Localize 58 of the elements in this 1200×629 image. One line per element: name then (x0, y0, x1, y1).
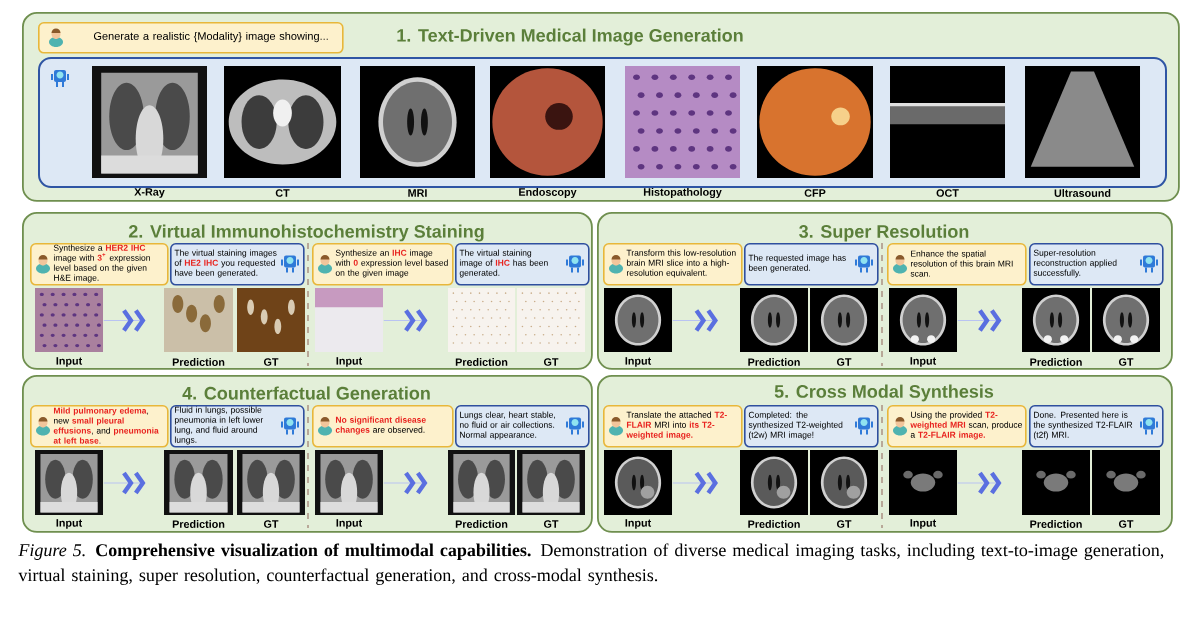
image-caption: Endoscopy (519, 188, 577, 199)
image-caption: Prediction (748, 358, 800, 366)
reply-bubble: The virtual staining image of IHC has been generated. (455, 243, 590, 286)
image-caption: Input (56, 357, 83, 367)
user-message-bubble: Generate a realistic {Modality} image showing... (38, 22, 344, 54)
image-caption: Input (56, 519, 83, 529)
chevron-arrow (957, 309, 1002, 332)
user-message-bubble: Using the provided T2-weighted MRI scan, produce a T2-FLAIR image. (887, 405, 1027, 448)
user-message-bubble: Synthesize an IHC image with 0 expression level based on the given image (312, 243, 454, 286)
reply-bubble: Super-resolution reconstruction applied successfully. (1029, 243, 1164, 286)
image-caption: Prediction (172, 358, 225, 366)
image-caption: GT (263, 520, 279, 528)
chevron-arrow (383, 309, 428, 332)
image-caption: Input (910, 519, 937, 529)
reply-bubble: Fluid in lungs, possible pneumonia in left lower lung, and fluid around lungs. (170, 405, 305, 448)
image-caption: Ultrasound (1054, 189, 1111, 197)
reply-bubble: The virtual staining images of HE2 IHC you requested have been generated. (170, 243, 305, 286)
image-caption: GT (836, 358, 852, 366)
chevron-arrow (103, 309, 146, 332)
user-message-bubble: Enhance the spatial resolution of this brain MRI scan. (887, 243, 1027, 286)
reply-bubble: Lungs clear, heart stable, no fluid or air collections. Normal appearance. (455, 405, 590, 448)
image-caption: MRI (408, 189, 427, 197)
image-caption: Histopathology (643, 187, 722, 199)
user-message-bubble: No significant disease changes are observed. (312, 405, 454, 448)
image-caption: GT (1118, 520, 1134, 528)
chevron-arrow (957, 471, 1002, 495)
reply-bubble: Completed: the synthesized T2-weighted (t2w) MRI image! (744, 405, 879, 448)
image-caption: Prediction (172, 520, 225, 528)
user-message-bubble: Translate the attached T2-FLAIR MRI into its T2-weighted image. (603, 405, 743, 448)
image-caption: Input (625, 357, 652, 367)
image-caption: Input (625, 519, 652, 529)
image-caption: Prediction (1030, 520, 1082, 528)
image-caption: OCT (936, 189, 959, 197)
user-message-bubble: Transform this low-resolution brain MRI slice into a high-resolution equivalent. (603, 243, 743, 286)
reply-bubble: The requested image has been generated. (744, 243, 879, 286)
chevron-arrow (672, 309, 718, 332)
chevron-arrow (103, 471, 146, 495)
image-caption: Prediction (455, 358, 508, 366)
image-caption: GT (543, 358, 559, 366)
figure-caption: Figure 5. Comprehensive visualization of multimodal capabilities. Demonstration of diverse medical imaging tasks, including text-to-image generation, virtual staining, super resolution, counterfactual generation, and cross-modal synthesis. (18, 543, 1164, 585)
user-message-bubble: Mild pulmonary edema, new small pleural effusions, and pneumonia at left base. (30, 405, 169, 448)
reply-bubble: Done. Presented here is the synthesized T2-FLAIR (t2f) MRI. (1029, 405, 1164, 448)
image-caption: GT (836, 520, 852, 528)
image-caption: Input (336, 357, 363, 367)
image-caption: GT (543, 520, 559, 528)
user-message-bubble: Synthesize a HER2 IHC image with 3$^{+}$ expression level based on the given H&E image. (30, 243, 169, 286)
image-caption: GT (263, 358, 279, 366)
chevron-arrow (383, 471, 428, 495)
image-caption: Prediction (748, 520, 800, 528)
image-caption: Input (336, 519, 363, 529)
image-caption: Prediction (1030, 358, 1082, 366)
image-caption: CFP (804, 189, 826, 197)
chevron-arrow (672, 471, 718, 495)
image-caption: GT (1118, 358, 1134, 366)
image-caption: Input (910, 357, 937, 367)
image-caption: Prediction (455, 520, 508, 528)
image-caption: CT (275, 189, 290, 197)
image-caption: X-Ray (134, 188, 165, 198)
